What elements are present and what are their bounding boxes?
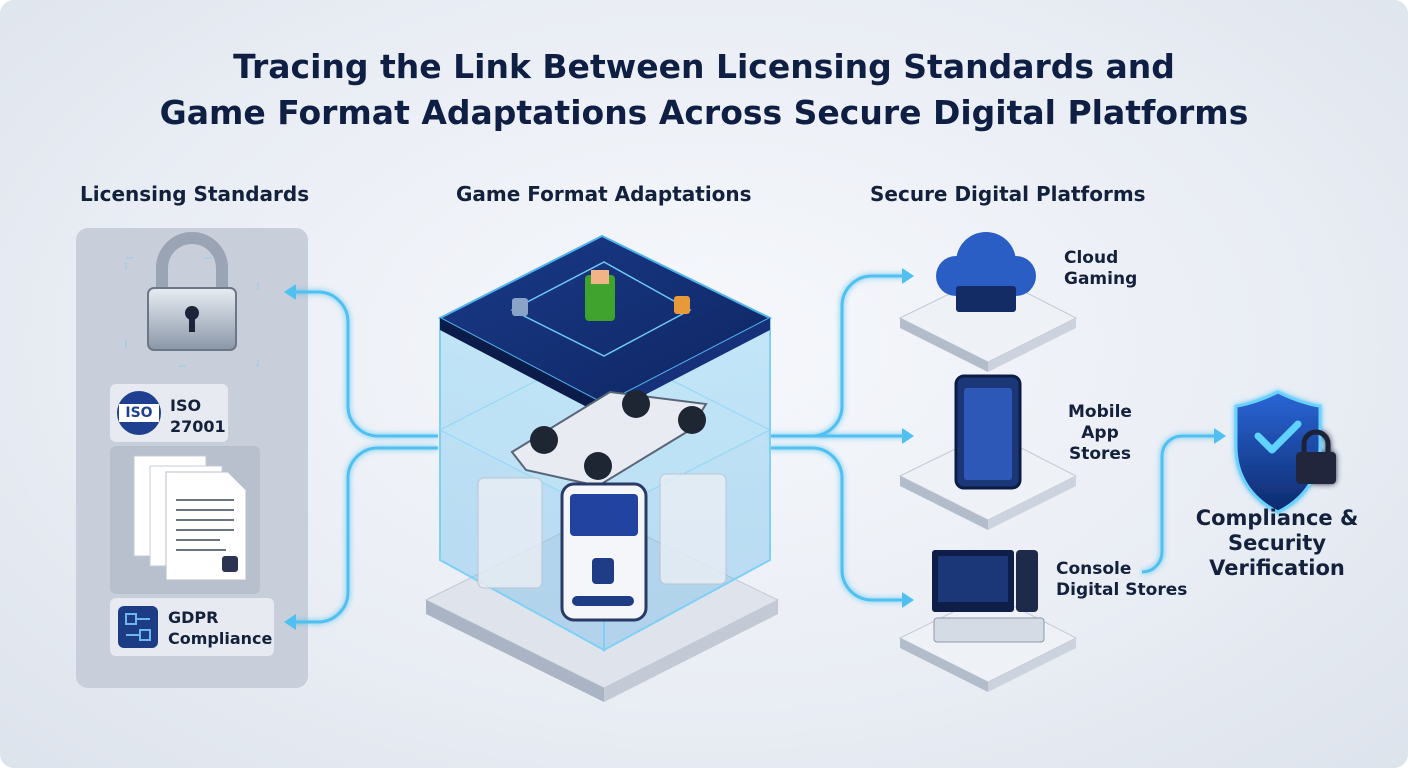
mobile-label-line-2: App Stores <box>1068 423 1132 464</box>
mobile-platform-tile <box>898 374 1078 530</box>
cloud-label-line-1: Cloud <box>1064 248 1119 268</box>
title-line-1: Tracing the Link Between Licensing Stand… <box>233 47 1175 86</box>
mobile-app-stores-label: Mobile App Stores <box>1052 402 1148 465</box>
iso-label: ISO 27001 <box>170 395 226 437</box>
cloud-platform-tile <box>898 232 1078 372</box>
gdpr-label-line-1: GDPR <box>168 608 219 627</box>
cloud-icon <box>936 232 1036 312</box>
mobile-label-line-1: Mobile <box>1068 402 1132 422</box>
cloud-label-line-2: Gaming <box>1064 269 1138 289</box>
connector-lines <box>292 274 1218 624</box>
verification-line-2: Security <box>1227 531 1327 555</box>
ui-panel-right <box>659 473 727 585</box>
page-title: Tracing the Link Between Licensing Stand… <box>0 44 1408 136</box>
console-digital-stores-label: Console Digital Stores <box>1056 559 1187 601</box>
title-line-2: Game Format Adaptations Across Secure Di… <box>159 93 1249 132</box>
pixel-character-icon <box>585 275 615 321</box>
game-format-cube <box>424 234 780 702</box>
shield-icon <box>1234 390 1336 514</box>
verification-line-1: Compliance & <box>1195 506 1359 530</box>
heading-game-format-adaptations: Game Format Adaptations <box>456 182 752 206</box>
race-car-icon <box>510 390 708 488</box>
iso-badge-text: ISO <box>125 405 153 421</box>
console-label-line-1: Console <box>1056 559 1132 579</box>
compliance-verification-label: Compliance & Security Verification <box>1186 506 1368 581</box>
console-icon <box>932 550 1045 643</box>
server-icon <box>512 298 528 316</box>
arrow-heads <box>284 268 1226 630</box>
iso-label-line-2: 27001 <box>170 417 226 436</box>
documents-icon <box>133 455 247 581</box>
console-label-line-2: Digital Stores <box>1056 580 1188 600</box>
circuit-icon <box>118 606 158 648</box>
heading-secure-digital-platforms: Secure Digital Platforms <box>870 182 1146 206</box>
padlock-icon <box>125 232 259 367</box>
gdpr-label: GDPR Compliance <box>168 607 272 649</box>
coin-icon <box>674 296 690 314</box>
cloud-gaming-label: Cloud Gaming <box>1064 248 1137 290</box>
heading-licensing-standards: Licensing Standards <box>80 182 310 206</box>
iso-label-line-1: ISO <box>170 396 202 415</box>
verification-line-3: Verification <box>1209 556 1345 580</box>
gdpr-label-line-2: Compliance <box>168 629 273 648</box>
ui-panel-left <box>477 477 543 589</box>
console-platform-tile <box>898 550 1078 692</box>
